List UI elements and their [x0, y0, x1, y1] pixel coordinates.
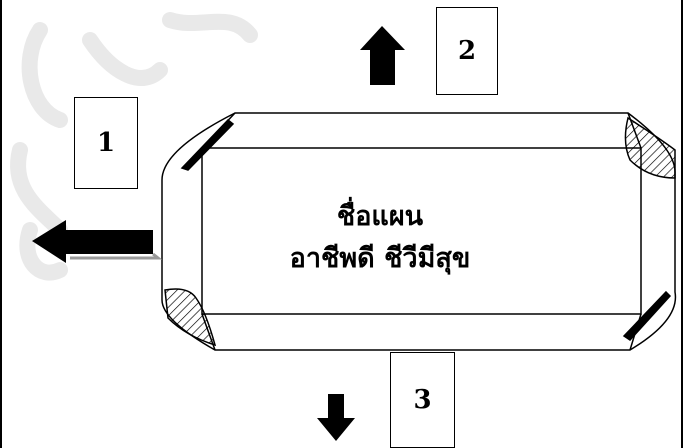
plate-title: ชื่อแผน อาชีพดี ชีวีมีสุข [250, 196, 510, 280]
corner-ornament-top-right [624, 116, 676, 179]
plate-title-line-2: อาชีพดี ชีวีมีสุข [289, 243, 471, 274]
arrow-down-icon [317, 394, 355, 441]
corner-tip-top-left [180, 118, 235, 171]
plate-inner [201, 147, 642, 315]
corner-ornament-bottom-left [164, 288, 217, 347]
step-box-1: 1 [74, 97, 138, 189]
name-plate [161, 112, 677, 351]
step-label-1: 1 [96, 128, 116, 158]
arrow-up-icon [360, 26, 405, 85]
step-box-3: 3 [390, 352, 455, 448]
corner-tip-bottom-right [622, 290, 672, 341]
watermark [10, 12, 258, 281]
step-label-2: 2 [457, 36, 477, 66]
step-box-2: 2 [436, 7, 498, 95]
plate-title-line-1: ชื่อแผน [336, 201, 424, 232]
step-label-3: 3 [413, 385, 432, 415]
arrow-left-icon [32, 220, 163, 263]
